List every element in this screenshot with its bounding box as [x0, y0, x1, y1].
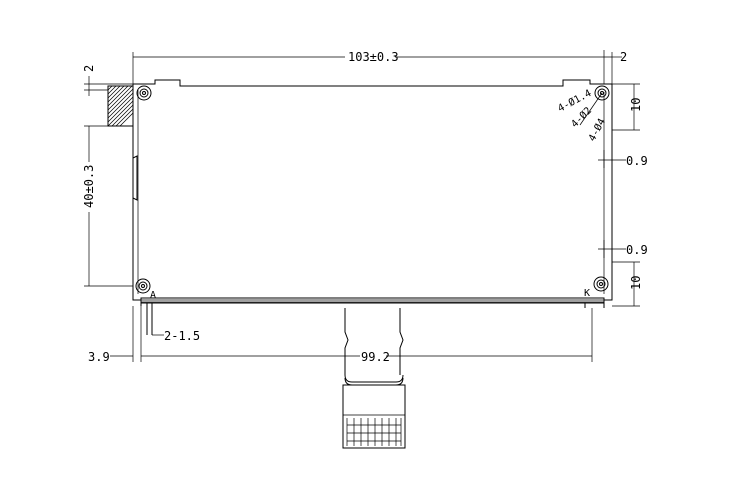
board-outline	[132, 79, 613, 301]
backlight-strip	[140, 297, 605, 308]
dim-right-gap-upper-label: 0.9	[626, 154, 648, 168]
pin-label-cathode: K	[584, 288, 590, 299]
dim-top-offset: 2	[603, 50, 627, 84]
dim-right-hole-bottom: 10	[612, 261, 643, 307]
hatched-pad	[107, 85, 134, 127]
pin-label-anode: A	[150, 290, 156, 301]
dim-bottom-span-label: 99.2	[361, 350, 390, 364]
dim-right-hole-top: 10	[612, 83, 643, 131]
dim-right-gap-lower-label: 0.9	[626, 243, 648, 257]
dim-left-offset: 2	[82, 65, 133, 96]
dim-left-margin-label: 3.9	[88, 350, 110, 364]
dim-width: 103±0.3	[132, 50, 613, 84]
dim-right-hole-bottom-label: 10	[629, 276, 643, 290]
dim-pin-pitch-label: 2-1.5	[164, 329, 200, 343]
flex-contacts	[346, 418, 402, 446]
mounting-hole-top-right	[594, 85, 610, 101]
dim-height-label: 40±0.3	[82, 165, 96, 208]
mounting-hole-bottom-left	[135, 278, 151, 294]
flex-cable	[342, 308, 406, 449]
hole-callouts: 4-Ø1.4 4-Ø2 4-Ø4	[556, 87, 608, 143]
dim-right-hole-top-label: 10	[629, 98, 643, 112]
dim-top-offset-label: 2	[620, 50, 627, 64]
dim-bottom: 3.9 99.2	[88, 306, 593, 364]
mounting-hole-top-left	[136, 85, 152, 101]
pins	[146, 303, 153, 335]
dim-pin-pitch: 2-1.5	[152, 329, 200, 343]
mounting-hole-bottom-right	[593, 276, 609, 292]
dim-height: 40±0.3	[82, 125, 133, 287]
dim-width-label: 103±0.3	[348, 50, 399, 64]
dim-right-gap-lower: 0.9	[598, 240, 648, 258]
dim-right-gap-upper: 0.9	[598, 150, 648, 168]
hole-label-3: 4-Ø4	[586, 117, 608, 144]
dim-left-offset-label: 2	[82, 65, 96, 72]
